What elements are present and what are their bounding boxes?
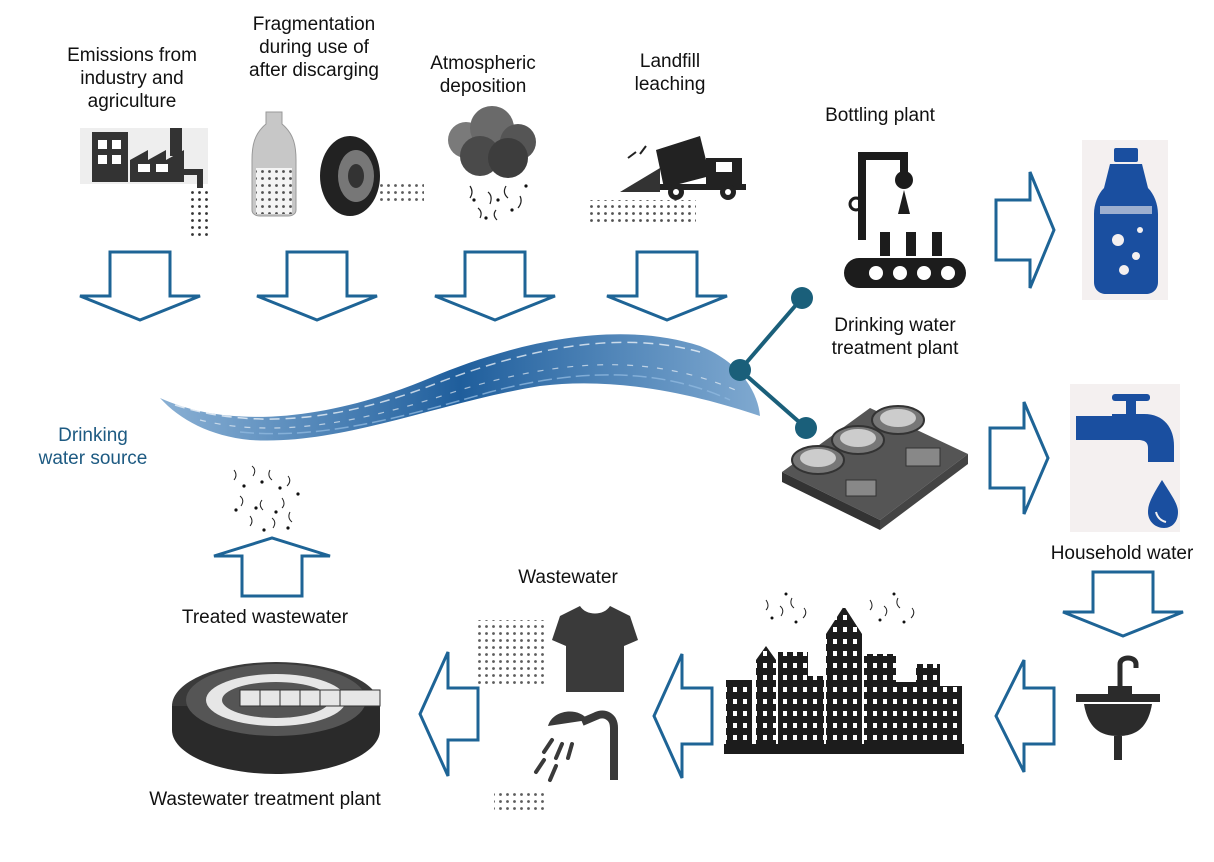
label-emissions-line-3: agriculture bbox=[87, 91, 177, 112]
label-landfill-line-1: Landfill bbox=[639, 51, 701, 72]
label-treated-wastewater: Treated wastewater bbox=[181, 607, 349, 628]
wwtp-icon bbox=[172, 662, 381, 774]
label-atmospheric-line-1: Atmospheric bbox=[430, 53, 536, 74]
label-household-water: Household water bbox=[1050, 543, 1194, 564]
arrow-left-1 bbox=[994, 659, 1056, 773]
microplastics-icon bbox=[233, 465, 300, 532]
label-atmospheric-line-2: deposition bbox=[439, 76, 527, 97]
sink-icon bbox=[1076, 655, 1160, 760]
down-arrows-top bbox=[79, 250, 1184, 638]
label-fragmentation-line-1: Fragmentation bbox=[252, 14, 376, 35]
right-arrows bbox=[988, 171, 1056, 515]
label-water-source-line-2: water source bbox=[38, 448, 148, 469]
label-treatment-plant: Drinking water treatment plant bbox=[810, 314, 980, 360]
label-landfill-line-2: leaching bbox=[634, 74, 706, 95]
bottling-machine-icon bbox=[844, 152, 966, 288]
arrow-right-faucet bbox=[988, 401, 1050, 515]
arrow-down-3 bbox=[434, 250, 556, 322]
label-fragmentation-line-2: during use of bbox=[259, 37, 369, 58]
label-water-source-line-1: Drinking bbox=[58, 425, 128, 446]
arrow-down-1 bbox=[79, 250, 201, 322]
tshirt-icon bbox=[474, 606, 638, 692]
city-icon bbox=[724, 592, 964, 754]
label-fragmentation-line-3: after discarging bbox=[249, 60, 379, 81]
arrow-left-3 bbox=[418, 651, 480, 777]
label-water-source: Drinking water source bbox=[14, 424, 172, 470]
label-treatment-line-2: treatment plant bbox=[831, 338, 959, 359]
label-fragmentation: Fragmentation during use of after discar… bbox=[224, 13, 404, 82]
arrow-down-2 bbox=[256, 250, 378, 322]
river-icon bbox=[160, 334, 760, 441]
arrow-up-treated bbox=[213, 536, 331, 598]
factory-icon bbox=[80, 128, 208, 240]
faucet-icon bbox=[1070, 384, 1180, 532]
label-treatment-line-1: Drinking water bbox=[834, 315, 956, 336]
label-emissions: Emissions from industry and agriculture bbox=[40, 44, 224, 113]
label-emissions-line-2: industry and bbox=[80, 68, 184, 89]
arrow-down-4 bbox=[606, 250, 728, 322]
label-atmospheric: Atmospheric deposition bbox=[408, 52, 558, 98]
arrow-left-2 bbox=[652, 653, 714, 779]
label-bottling-plant: Bottling plant bbox=[825, 105, 935, 126]
label-landfill: Landfill leaching bbox=[610, 50, 730, 96]
bottle-tire-icon bbox=[251, 111, 424, 217]
dump-truck-icon bbox=[586, 136, 746, 222]
arrow-right-bottle bbox=[994, 171, 1056, 289]
label-wastewater: Wastewater bbox=[518, 567, 618, 588]
cloud-rain-icon bbox=[448, 106, 536, 221]
treatment-plant-icon bbox=[782, 405, 968, 530]
water-bottle-icon bbox=[1082, 140, 1168, 300]
shower-icon bbox=[494, 710, 618, 814]
label-wwtp: Wastewater treatment plant bbox=[149, 789, 381, 810]
branch-connector bbox=[729, 287, 817, 439]
label-emissions-line-1: Emissions from bbox=[67, 45, 197, 66]
left-arrows bbox=[418, 651, 1056, 779]
arrow-down-household bbox=[1062, 570, 1184, 638]
